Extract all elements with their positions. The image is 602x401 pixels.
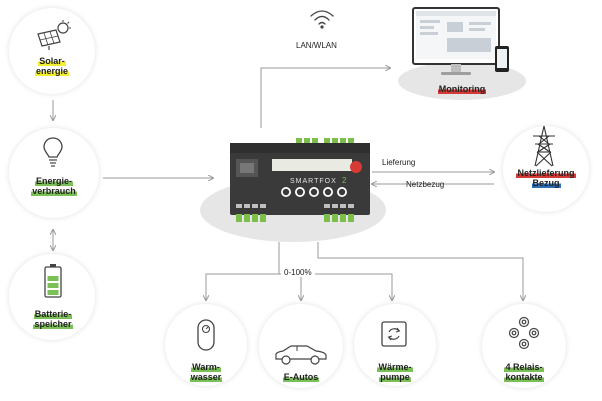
smartfox-device: SMARTFOX 2 xyxy=(230,138,370,222)
waermepumpe-label-line1: Wärme- xyxy=(377,362,413,372)
water-heater-icon xyxy=(197,319,215,351)
battery-icon xyxy=(44,264,62,298)
netz-label: Netzlieferung Bezug xyxy=(503,168,589,188)
relais-label-line2: kontakte xyxy=(504,372,544,382)
solar-node xyxy=(9,8,95,94)
netzbezug-label: Bezug xyxy=(531,178,561,188)
monitor-icon xyxy=(412,7,509,75)
line-to-relais xyxy=(317,242,523,300)
waermepumpe-label: Wärme- pumpe xyxy=(365,362,425,382)
ratio-label: 0-100% xyxy=(281,268,315,277)
device-model-text: 2 xyxy=(342,176,347,185)
batterie-label-line1: Batterie- xyxy=(33,309,73,319)
energieverbrauch-label: Energie- verbrauch xyxy=(19,176,89,196)
line-device-to-loads xyxy=(206,242,280,300)
energieverbrauch-label-line1: Energie- xyxy=(34,176,73,186)
network-label: LAN/WLAN xyxy=(296,41,337,50)
relais-label-line1: 4 Relais- xyxy=(504,362,544,372)
heat-pump-icon xyxy=(381,321,407,347)
solar-panel-icon xyxy=(37,20,71,50)
solar-label: Solar- energie xyxy=(24,56,80,76)
eautos-label: E-Autos xyxy=(266,372,336,382)
lightbulb-icon xyxy=(43,137,63,167)
line-device-to-monitoring xyxy=(260,68,390,128)
power-pylon-icon xyxy=(533,125,555,167)
netzlieferung-label: Netzlieferung xyxy=(516,168,576,178)
solar-label-line1: Solar- xyxy=(38,56,66,66)
monitoring-label: Monitoring xyxy=(420,84,504,94)
waermepumpe-label-line2: pumpe xyxy=(379,372,411,382)
energieverbrauch-label-line2: verbrauch xyxy=(31,186,77,196)
line-to-waermepumpe xyxy=(279,273,392,300)
relais-label: 4 Relais- kontakte xyxy=(489,362,559,382)
warmwasser-label-line2: wasser xyxy=(189,372,223,382)
warmwasser-label-line1: Warm- xyxy=(191,362,221,372)
batterie-label: Batterie- speicher xyxy=(20,309,86,329)
eautos-label-text: E-Autos xyxy=(282,372,320,382)
netzbezug-label: Netzbezug xyxy=(406,180,445,189)
batterie-label-line2: speicher xyxy=(33,319,73,329)
car-icon xyxy=(275,345,327,365)
energieverbrauch-node xyxy=(9,128,99,218)
warmwasser-label: Warm- wasser xyxy=(176,362,236,382)
solar-label-line2: energie xyxy=(34,66,69,76)
lieferung-label: Lieferung xyxy=(382,158,416,167)
wifi-icon xyxy=(310,10,334,29)
relay-contacts-icon xyxy=(508,316,540,350)
device-brand-text: SMARTFOX xyxy=(290,178,337,185)
monitoring-label-text: Monitoring xyxy=(437,84,487,94)
